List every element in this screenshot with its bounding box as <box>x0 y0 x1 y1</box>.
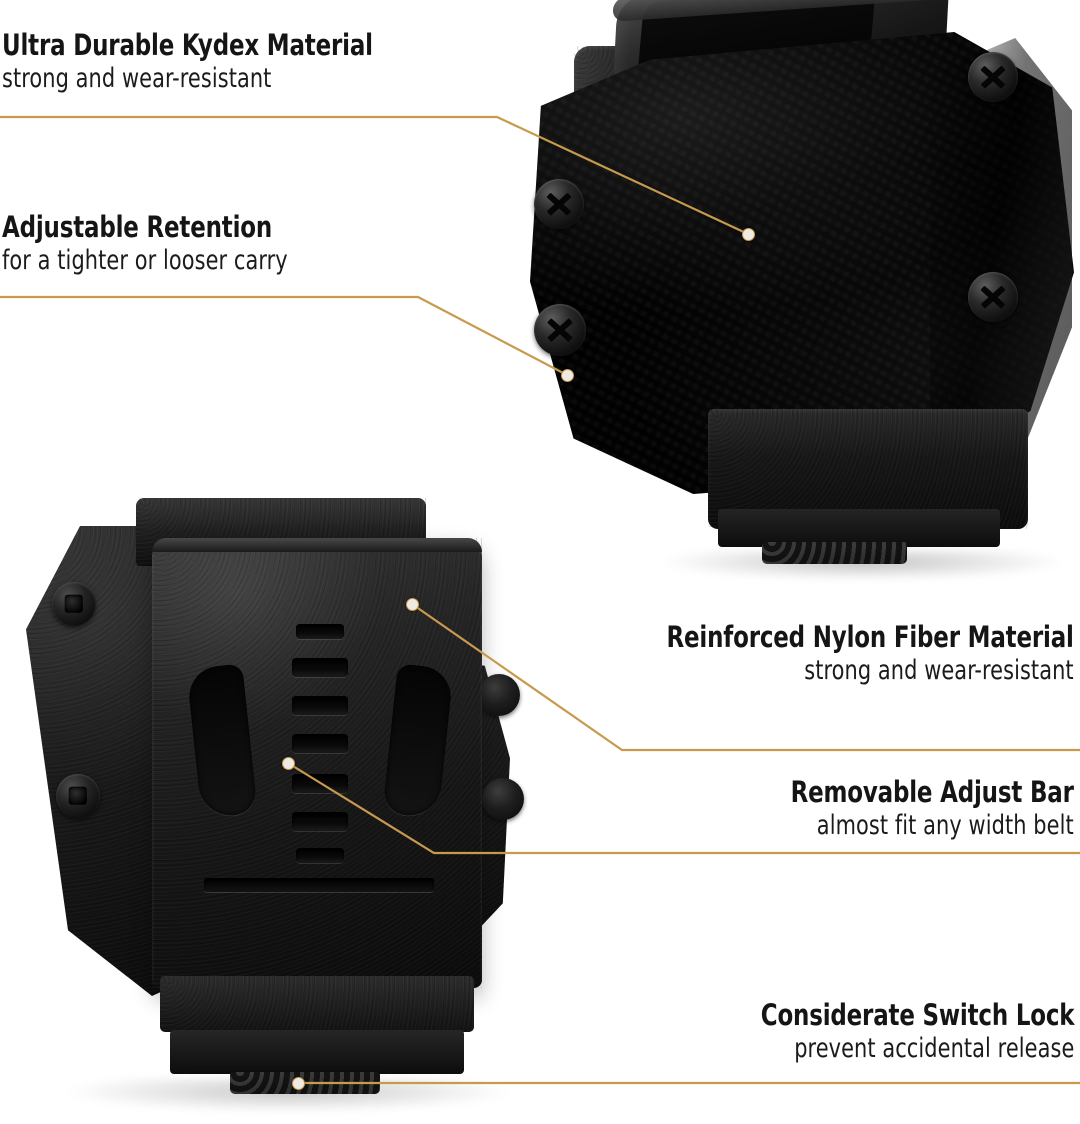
clip-foot-lower <box>170 1030 464 1074</box>
hex-socket <box>64 594 84 614</box>
callout-subtitle: strong and wear-resistant <box>2 63 272 94</box>
marker-dot-nylon-clip-body <box>406 598 419 611</box>
drop-shadow <box>68 1078 508 1112</box>
hex-screw-lower <box>56 774 100 818</box>
callout-title: Considerate Switch Lock <box>760 998 1074 1032</box>
adjust-slot <box>292 734 348 753</box>
marker-dot-switch-lock-tab <box>292 1077 305 1090</box>
adjust-slot <box>296 624 344 639</box>
switch-lock-tab <box>762 542 907 564</box>
retention-screw-bottom-left <box>534 304 586 356</box>
post-screw-lower <box>482 778 524 820</box>
clip-release-slit <box>204 878 434 892</box>
product-nylon-belt-clip <box>8 478 568 1118</box>
drop-shadow <box>662 550 1062 580</box>
adjust-slot <box>292 696 348 715</box>
hex-screw-upper <box>52 582 96 626</box>
clip-hinge-seam <box>152 538 482 552</box>
callout-title: Adjustable Retention <box>2 210 273 244</box>
callout-subtitle: prevent accidental release <box>793 1033 1074 1064</box>
adjust-slot <box>292 658 348 677</box>
callout-nylon-fiber-material: Reinforced Nylon Fiber Material strong a… <box>611 620 1074 687</box>
callout-title: Ultra Durable Kydex Material <box>2 28 373 62</box>
texture-grain-overlay <box>160 976 474 1032</box>
callout-removable-adjust-bar: Removable Adjust Bar almost fit any widt… <box>752 775 1074 842</box>
marker-dot-retention-screw <box>561 369 574 382</box>
adjust-slot <box>292 774 348 793</box>
hex-socket <box>68 786 88 806</box>
adjust-slot <box>296 848 344 863</box>
callout-considerate-switch-lock: Considerate Switch Lock prevent accident… <box>718 998 1074 1065</box>
leader-line-adjustable-retention <box>0 295 568 376</box>
callout-kydex-material: Ultra Durable Kydex Material strong and … <box>2 28 423 95</box>
post-screw-upper <box>478 674 520 716</box>
retention-screw-top-left <box>534 179 584 229</box>
callout-title: Removable Adjust Bar <box>790 775 1074 809</box>
callout-title: Reinforced Nylon Fiber Material <box>666 620 1074 654</box>
clip-foot-upper <box>160 976 474 1032</box>
marker-dot-carbon-fiber-shell <box>742 228 755 241</box>
marker-dot-adjust-bar-slot <box>282 757 295 770</box>
holster-base-plate-lower <box>718 509 1000 547</box>
retention-screw-bottom-right <box>968 272 1018 322</box>
retention-screw-top-right <box>968 52 1018 102</box>
callout-adjustable-retention: Adjustable Retention for a tighter or lo… <box>2 210 334 277</box>
adjust-slot <box>292 812 348 831</box>
callout-subtitle: almost fit any width belt <box>817 810 1074 841</box>
callout-subtitle: strong and wear-resistant <box>804 655 1074 686</box>
callout-subtitle: for a tighter or looser carry <box>2 245 288 276</box>
product-carbon-fiber-holster <box>522 0 1080 594</box>
